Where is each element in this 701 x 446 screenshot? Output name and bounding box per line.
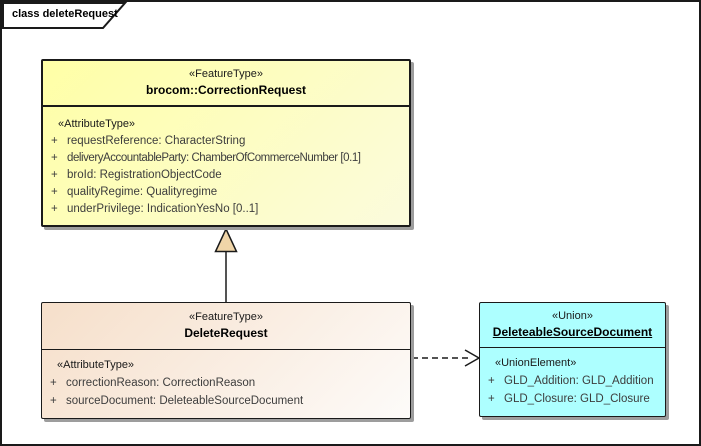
attributes-section: «UnionElement» + GLD_Addition: GLD_Addit… (480, 348, 665, 408)
attribute-text: requestReference: CharacterString (67, 135, 246, 147)
class-name: brocom::CorrectionRequest (145, 83, 306, 97)
attribute-row[interactable]: + broId: RegistrationObjectCode (50, 167, 405, 184)
section-label: «AttributeType» (57, 359, 135, 371)
generalization-arrow[interactable] (214, 227, 238, 302)
attribute-row[interactable]: + requestReference: CharacterString (50, 133, 405, 150)
attribute-text: GLD_Closure: GLD_Closure (504, 393, 650, 405)
attribute-row[interactable]: + GLD_Addition: GLD_Addition (487, 372, 661, 390)
attribute-row[interactable]: + underPrivilege: IndicationYesNo [0..1] (50, 201, 405, 218)
class-header: «FeatureType» brocom::CorrectionRequest (43, 61, 409, 107)
attribute-row[interactable]: + qualityRegime: Qualityregime (50, 184, 405, 201)
class-box-delete-request[interactable]: «FeatureType» DeleteRequest «AttributeTy… (41, 302, 411, 419)
visibility-sign: + (50, 395, 57, 407)
stereotype-label: «FeatureType» (189, 68, 263, 80)
attribute-text: underPrivilege: IndicationYesNo [0..1] (67, 203, 259, 215)
class-header: «FeatureType» DeleteRequest (42, 303, 410, 350)
visibility-sign: + (488, 375, 495, 387)
attribute-row[interactable]: + GLD_Closure: GLD_Closure (487, 390, 661, 408)
attribute-text: deliveryAccountableParty: ChamberOfComme… (67, 152, 361, 164)
attribute-text: broId: RegistrationObjectCode (67, 169, 222, 181)
stereotype-label: «Union» (552, 310, 593, 322)
attribute-text: sourceDocument: DeleteableSourceDocument (66, 395, 304, 407)
visibility-sign: + (51, 186, 58, 198)
visibility-sign: + (51, 152, 58, 164)
section-label: «UnionElement» (495, 357, 577, 369)
class-box-correction-request[interactable]: «FeatureType» brocom::CorrectionRequest … (41, 59, 411, 227)
frame-tab-label: class deleteRequest (12, 8, 118, 20)
visibility-sign: + (51, 203, 58, 215)
visibility-sign: + (50, 377, 57, 389)
attribute-text: GLD_Addition: GLD_Addition (504, 375, 654, 387)
attribute-text: qualityRegime: Qualityregime (67, 186, 218, 198)
class-name: DeleteRequest (184, 326, 268, 340)
attribute-row[interactable]: + correctionReason: CorrectionReason (49, 374, 406, 392)
visibility-sign: + (488, 393, 495, 405)
class-box-deleteable-source-document[interactable]: «Union» DeleteableSourceDocument «UnionE… (479, 302, 666, 417)
attributes-section: «AttributeType» + correctionReason: Corr… (42, 350, 410, 410)
attribute-text: correctionReason: CorrectionReason (66, 377, 256, 389)
attributes-section: «AttributeType» + requestReference: Char… (43, 107, 409, 218)
section-label: «AttributeType» (58, 118, 136, 130)
visibility-sign: + (51, 169, 58, 181)
attribute-row[interactable]: + deliveryAccountableParty: ChamberOfCom… (50, 150, 405, 167)
visibility-sign: + (51, 135, 58, 147)
dependency-arrow[interactable] (412, 349, 481, 367)
class-name: DeleteableSourceDocument (492, 325, 653, 339)
class-header: «Union» DeleteableSourceDocument (480, 303, 665, 348)
stereotype-label: «FeatureType» (189, 311, 263, 323)
attribute-row[interactable]: + sourceDocument: DeleteableSourceDocume… (49, 392, 406, 410)
